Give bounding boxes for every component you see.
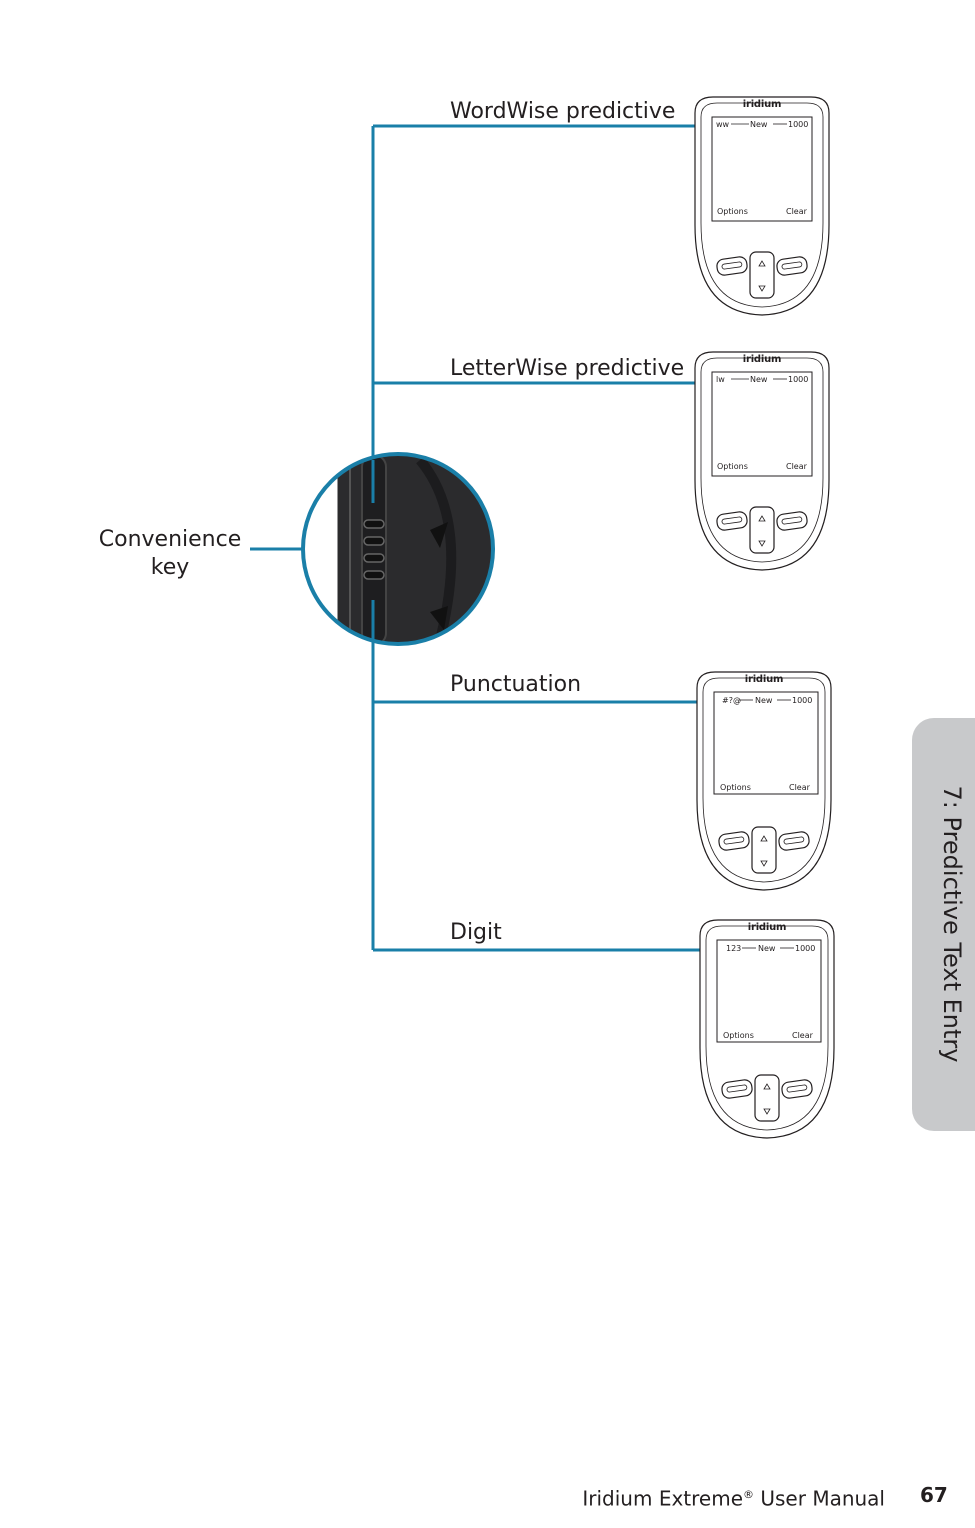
char-count: 1000 — [788, 120, 809, 129]
phone-wordwise: iridium ww New 1000 Options Clear — [687, 95, 837, 319]
brand-logo: iridium — [742, 99, 782, 110]
phone-digit: iridium 123 New 1000 Options Clear — [692, 918, 842, 1142]
softkey-clear: Clear — [786, 462, 807, 471]
mode-label-punctuation: Punctuation — [450, 672, 582, 697]
chapter-tab-label: 7: Predictive Text Entry — [938, 785, 966, 1063]
status-text: New — [755, 696, 773, 705]
brand-logo: iridium — [747, 922, 787, 933]
convenience-key-label: Convenience key — [98, 527, 242, 580]
brand-logo: iridium — [742, 354, 782, 365]
softkey-clear: Clear — [786, 207, 807, 216]
page-number: 67 — [920, 1483, 948, 1507]
phone-letterwise: iridium lw New 1000 Options Clear — [687, 350, 837, 574]
mode-label-wordwise: WordWise predictive — [450, 99, 676, 124]
mode-label-digit: Digit — [450, 920, 502, 945]
char-count: 1000 — [795, 944, 816, 953]
mode-indicator: ww — [716, 120, 730, 129]
mode-indicator: lw — [716, 375, 725, 384]
status-text: New — [750, 375, 768, 384]
mode-indicator: #?@ — [722, 696, 741, 705]
mode-indicator: 123 — [726, 944, 742, 953]
phone-punctuation: iridium #?@ New 1000 Options Clear — [689, 670, 839, 894]
softkey-options: Options — [720, 783, 751, 792]
softkey-clear: Clear — [792, 1031, 813, 1040]
brand-logo: iridium — [744, 674, 784, 685]
softkey-options: Options — [723, 1031, 754, 1040]
status-text: New — [750, 120, 768, 129]
char-count: 1000 — [792, 696, 813, 705]
softkey-options: Options — [717, 207, 748, 216]
status-text: New — [758, 944, 776, 953]
softkey-clear: Clear — [789, 783, 810, 792]
footer-manual-title: Iridium Extreme® User Manual — [582, 1486, 885, 1511]
chapter-tab: 7: Predictive Text Entry — [912, 718, 975, 1131]
char-count: 1000 — [788, 375, 809, 384]
mode-label-letterwise: LetterWise predictive — [450, 356, 685, 381]
convenience-key-zoom — [301, 452, 495, 646]
softkey-options: Options — [717, 462, 748, 471]
